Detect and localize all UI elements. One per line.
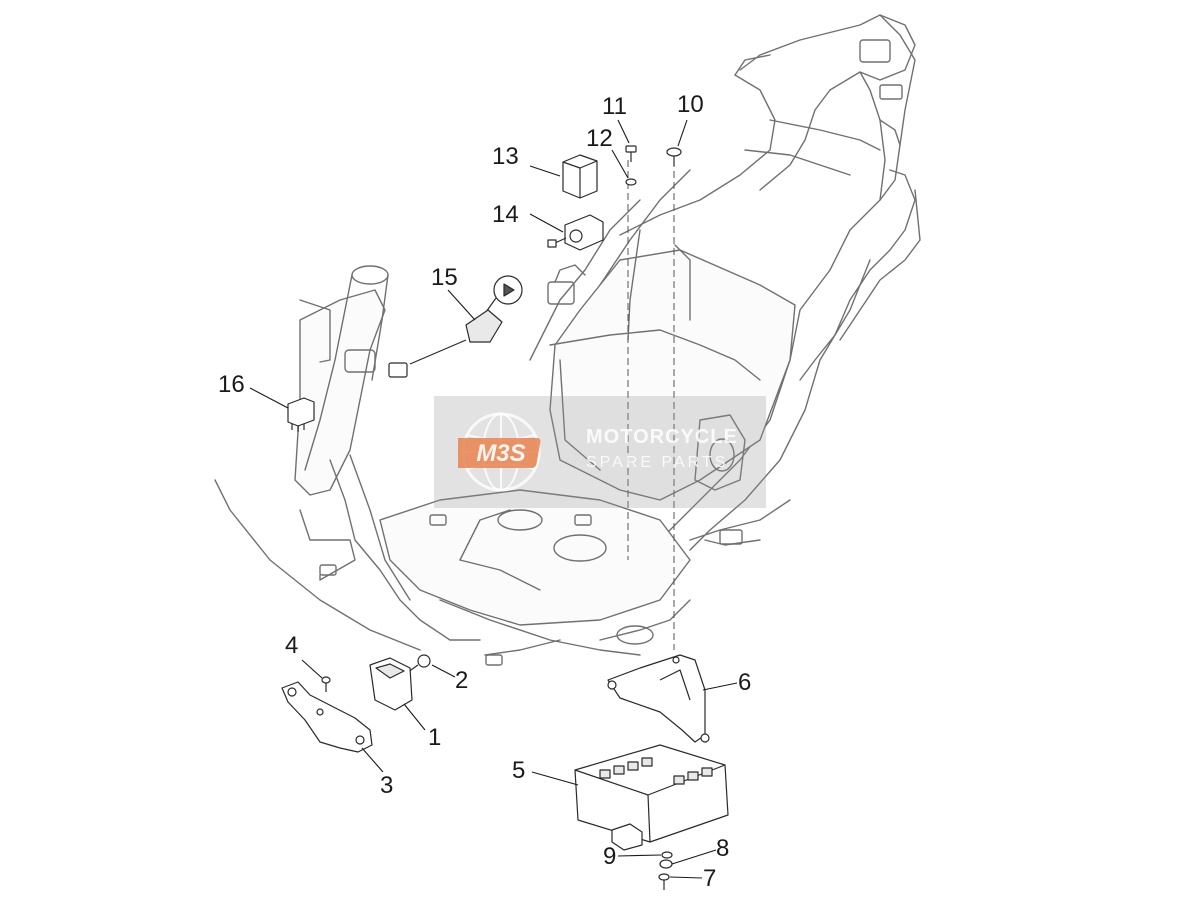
part-6-ecu-bracket — [607, 654, 710, 743]
callout-15: 15 — [431, 264, 458, 291]
part-13-relay — [562, 154, 598, 199]
watermark: M3S MOTORCYCLE SPARE PARTS — [434, 396, 766, 508]
callout-6: 6 — [738, 669, 751, 696]
part-10-screw — [666, 147, 682, 166]
part-8-washer — [659, 859, 673, 869]
globe-logo-icon: M3S — [458, 412, 541, 492]
callout-10: 10 — [677, 91, 704, 118]
watermark-logo-text: M3S — [476, 440, 525, 467]
part-9-washer — [661, 851, 673, 859]
callout-8: 8 — [716, 835, 729, 862]
part-12-washer — [625, 178, 637, 186]
callout-2: 2 — [455, 667, 468, 694]
part-11-screw — [625, 145, 637, 162]
callout-13: 13 — [492, 143, 519, 170]
ecu-connector-pins — [599, 757, 713, 785]
callout-5: 5 — [512, 757, 525, 784]
watermark-subtitle: SPARE PARTS — [586, 454, 729, 471]
callout-12: 12 — [586, 125, 613, 152]
watermark-title: MOTORCYCLE — [586, 426, 738, 448]
leader-lines — [249, 119, 738, 879]
part-5-ecu — [574, 744, 729, 851]
callout-7: 7 — [703, 865, 716, 892]
callout-14: 14 — [492, 201, 519, 228]
callout-4: 4 — [285, 632, 298, 659]
part-4-screw — [321, 676, 331, 692]
callout-3: 3 — [380, 772, 393, 799]
part-15-socket — [388, 275, 523, 378]
callout-labels: 1 2 3 4 5 6 7 8 9 10 11 12 13 14 15 16 — [218, 91, 751, 892]
part-16-flasher — [287, 397, 315, 432]
scooter-frame — [214, 14, 921, 666]
part-14-relay-holder — [547, 214, 604, 251]
callout-16: 16 — [218, 371, 245, 398]
part-2-bolt — [407, 654, 431, 673]
callout-9: 9 — [603, 843, 616, 870]
callout-11: 11 — [602, 93, 627, 120]
callout-1: 1 — [428, 724, 441, 751]
part-7-bolt — [658, 873, 670, 890]
part-3-bracket — [281, 681, 373, 753]
part-1-rubber-mount — [369, 657, 413, 711]
